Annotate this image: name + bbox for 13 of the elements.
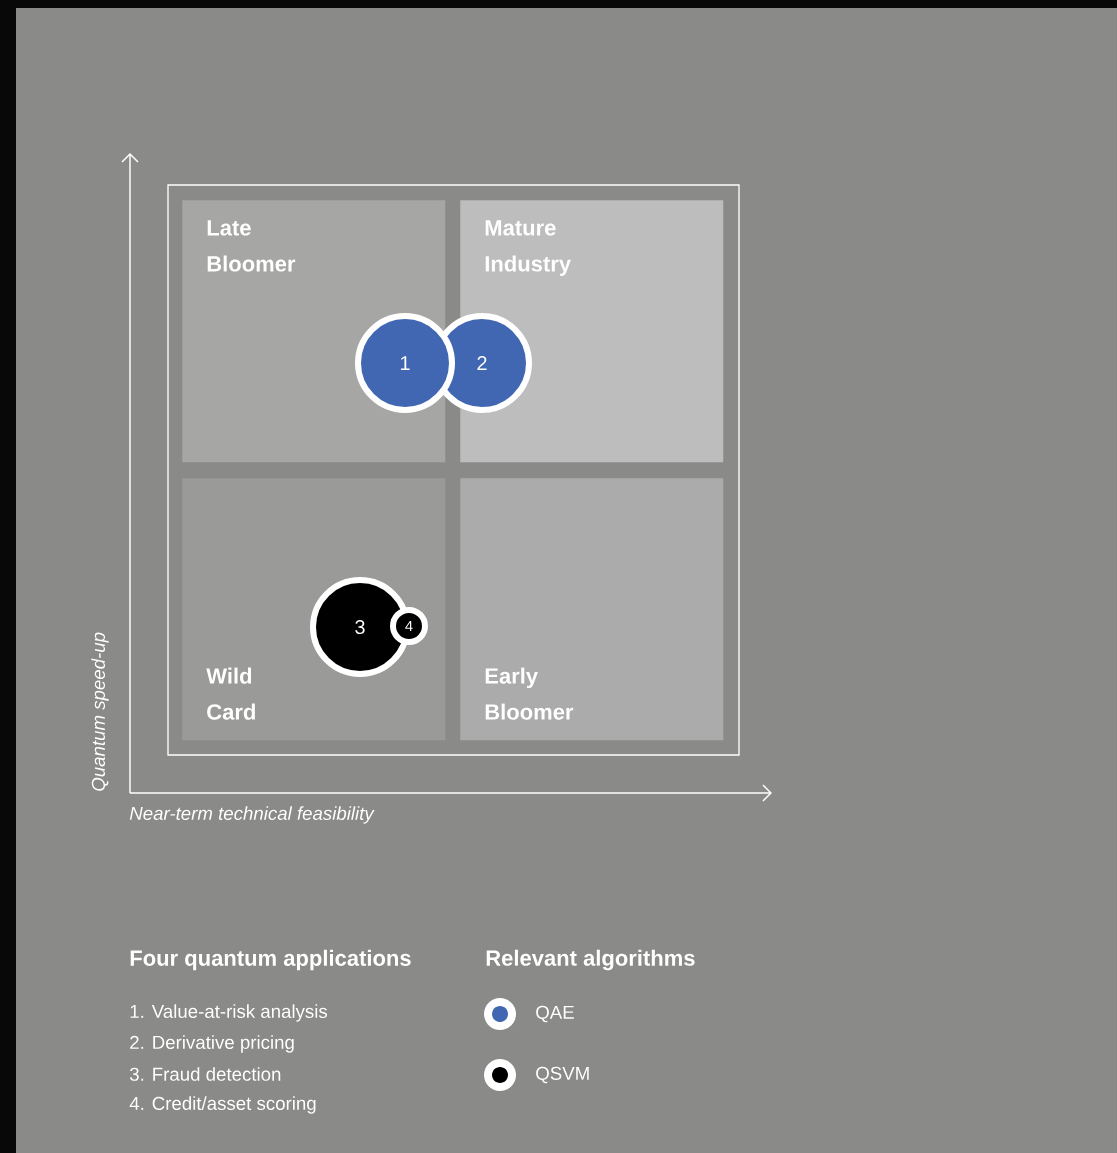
list-item: 2. Derivative pricing [130,1035,294,1053]
heading: Relevant algorithms [486,949,695,971]
axis-label: Quantum speed-up [91,632,109,791]
list-item: 3. Fraud detection [130,1067,281,1081]
axis-label: Near-term technical feasibility [129,806,375,824]
legend-label: QSVM [536,1066,589,1084]
list-item: 4. Credit/asset scoring [129,1096,316,1114]
bubble: 4 [390,607,428,645]
list-item: 1. Value-at-risk analysis [130,1004,328,1022]
quadrant-box: Early Bloomer [460,478,724,741]
bubble: 1 [355,313,455,413]
legend-label: QAE [536,1005,574,1023]
heading: Four quantum applications [130,949,411,971]
